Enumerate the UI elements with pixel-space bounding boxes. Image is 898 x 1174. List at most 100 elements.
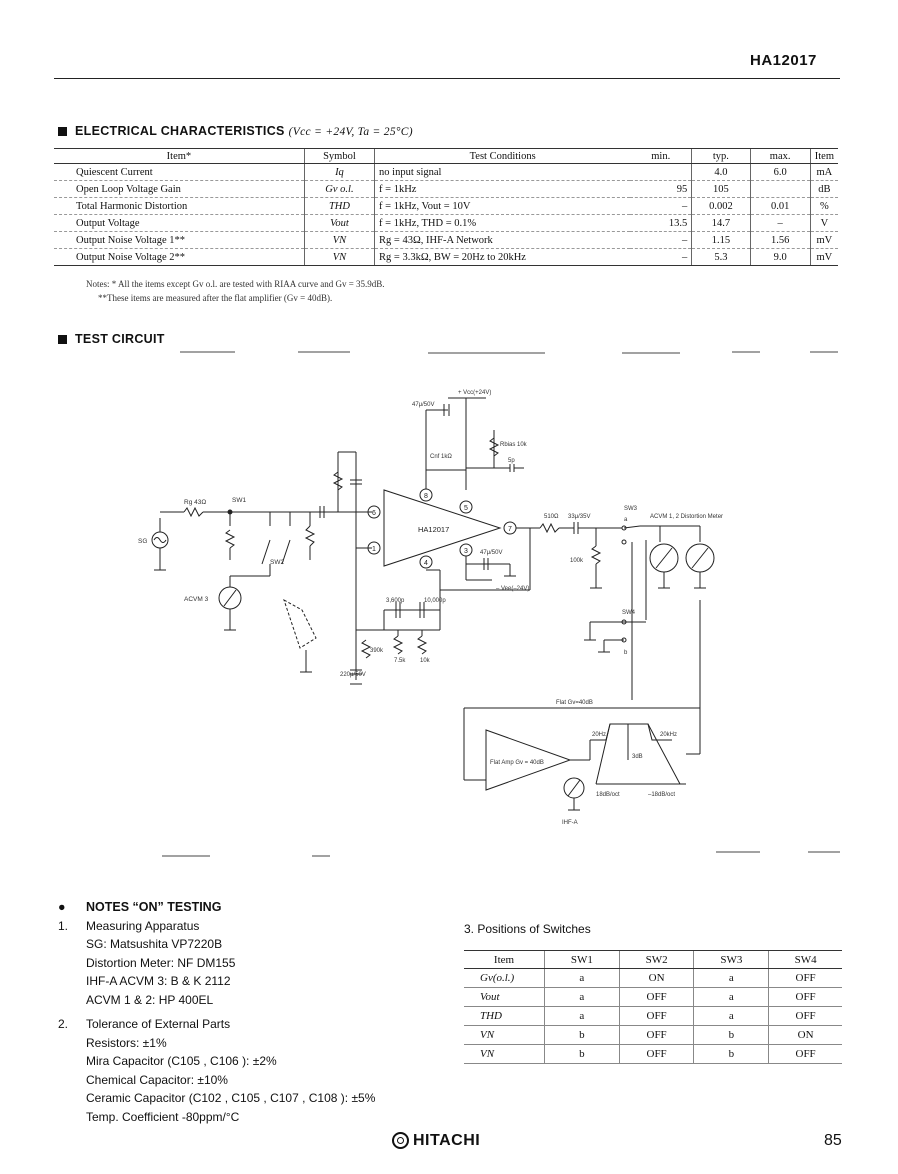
row-symbol: VN <box>303 248 375 266</box>
bullet-dot-icon: ● <box>58 900 66 914</box>
row-symbol: Iq <box>303 163 375 181</box>
f20-label: 20Hz <box>592 732 606 738</box>
switch-positions-title: 3. Positions of Switches <box>464 922 591 936</box>
header-rule <box>54 78 840 79</box>
row-max: – <box>749 214 811 232</box>
sw-row-item: THD <box>464 1006 545 1026</box>
row-unit: V <box>809 214 838 232</box>
pin-5-label: 5 <box>464 505 468 512</box>
sw4-switch <box>584 540 647 700</box>
row-symbol: THD <box>303 197 375 215</box>
page-number: 85 <box>824 1132 842 1149</box>
sw-col-2: SW2 <box>618 950 694 969</box>
sw-row-value: a <box>693 968 769 988</box>
row-typ: 4.0 <box>691 163 751 181</box>
col-conditions: Test Conditions <box>374 148 631 164</box>
c10000-label: 10,000p <box>424 598 446 604</box>
rbias-label: Rbias 10k <box>500 442 528 448</box>
sw-col-item: Item <box>464 950 545 969</box>
bullet-square-icon <box>58 335 67 345</box>
vee-label: – Vee(–24V) <box>496 586 529 592</box>
c33-label: 33μ/35V <box>568 514 590 520</box>
note-2-heading: Tolerance of External Parts <box>86 1017 231 1031</box>
sw-row-value: OFF <box>618 1006 694 1026</box>
c47b-label: 47μ/50V <box>480 550 502 556</box>
col-max: max. <box>749 148 811 164</box>
rg-label: Rg 43Ω <box>184 499 206 506</box>
table-note-2: **These items are measured after the fla… <box>98 293 333 303</box>
sw-row-value: OFF <box>768 968 842 988</box>
note-2-title: 2. Tolerance of External Parts <box>58 1015 375 1034</box>
row-conditions: Rg = 43Ω, IHF-A Network <box>374 231 631 249</box>
table-note-1: Notes: * All the items except Gv o.l. ar… <box>86 279 385 289</box>
sw4-b-label: b <box>624 650 628 656</box>
row-item: Open Loop Voltage Gain <box>54 180 305 198</box>
sw2-label: SW2 <box>270 559 284 566</box>
note-2-line: Chemical Capacitor: ±10% <box>86 1072 228 1087</box>
test-circuit-heading: TEST CIRCUIT <box>58 332 165 346</box>
pin-7-label: 7 <box>508 526 512 533</box>
row-min: – <box>630 231 692 249</box>
acvm3-label: ACVM 3 <box>184 596 209 603</box>
row-item: Output Voltage <box>54 214 305 232</box>
acvm12-meters <box>649 543 715 589</box>
signal-generator <box>151 506 372 571</box>
row-unit: mV <box>809 231 838 249</box>
pin-1-label: 1 <box>372 546 376 553</box>
sw-row-value: b <box>693 1025 769 1045</box>
ihfa-label: IHF-A <box>562 820 578 826</box>
row-typ: 0.002 <box>691 197 751 215</box>
cnf-label: Cnf 1kΩ <box>430 454 452 460</box>
c220-label: 220μ/50V <box>340 672 366 678</box>
pin-6-label: 6 <box>372 510 376 517</box>
sw-row-item: Gv(o.l.) <box>464 968 545 988</box>
note-1-title: 1.Measuring Apparatus <box>58 917 375 936</box>
acvm12-label: ACVM 1, 2 Distortion Meter <box>650 514 723 520</box>
c3600-label: 3,600p <box>386 598 405 604</box>
note-2-line: Mira Capacitor (C105 , C106 ): ±2% <box>86 1054 277 1068</box>
feedback-network <box>332 451 531 685</box>
db3-label: 3dB <box>632 754 643 760</box>
notes-section: ●NOTES “ON” TESTING 1.Measuring Apparatu… <box>58 898 375 1126</box>
c5p-label: 5p <box>508 458 515 464</box>
row-conditions: no input signal <box>374 163 631 181</box>
pin-markers <box>367 488 517 569</box>
test-circuit-diagram: HA12017 6 1 7 8 5 4 3 + Vcc(+24V) 4 <box>138 351 840 857</box>
row-symbol: Vout <box>303 214 375 232</box>
pin-4 <box>419 555 433 569</box>
sg-label: SG <box>138 538 147 545</box>
sw-row-item: VN <box>464 1025 545 1045</box>
brand-name: HITACHI <box>413 1132 481 1149</box>
row-unit: mA <box>809 163 838 181</box>
col-unit: Item <box>809 148 838 164</box>
electrical-conditions: (Vcc = +24V, Ta = 25°C) <box>288 126 413 138</box>
row-conditions: Rg = 3.3kΩ, BW = 20Hz to 20kHz <box>374 248 631 266</box>
r100k-label: 100k <box>570 558 584 564</box>
row-min: 95 <box>630 180 692 198</box>
col-item: Item* <box>54 148 305 164</box>
sw3-a-label: a <box>624 517 628 523</box>
note-1-line: IHF-A ACVM 3: B & K 2112 <box>86 974 231 988</box>
col-typ: typ. <box>691 148 751 164</box>
sw-row-value: b <box>544 1044 620 1064</box>
sw-row-value: ON <box>618 968 694 988</box>
sw3-label: SW3 <box>624 506 638 512</box>
hitachi-logo-icon <box>392 1132 409 1150</box>
sw-row-item: VN <box>464 1044 545 1064</box>
note-2-number: 2. <box>58 1017 69 1031</box>
test-circuit-title: TEST CIRCUIT <box>75 332 165 346</box>
pin-5 <box>459 500 473 514</box>
sw-row-value: a <box>544 987 620 1007</box>
row-typ: 5.3 <box>691 248 751 266</box>
r390k-label: 390k <box>370 648 384 654</box>
scan-artifact-lines <box>162 351 840 857</box>
row-conditions: f = 1kHz <box>374 180 631 198</box>
sw-row-value: a <box>544 968 620 988</box>
sw-row-value: a <box>544 1006 620 1026</box>
